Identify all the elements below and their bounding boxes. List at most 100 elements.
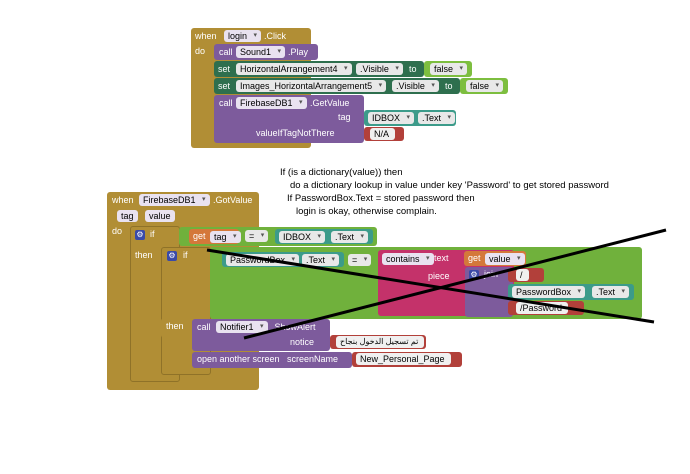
idbox-component-dropdown[interactable]: IDBOX▾ bbox=[279, 231, 326, 243]
tag-parameter[interactable]: tag bbox=[117, 210, 138, 222]
na-string-block[interactable]: N/A bbox=[364, 127, 404, 141]
tag-param-label: tag bbox=[338, 112, 351, 122]
call-firebase-getvalue-block[interactable]: call FirebaseDB1▾ .GetValue tag valueIfT… bbox=[214, 95, 364, 143]
contains-operation-dropdown[interactable]: contains▾ bbox=[382, 253, 434, 265]
equals-operator-dropdown[interactable]: =▾ bbox=[245, 230, 269, 242]
to-keyword: to bbox=[445, 81, 453, 91]
chevron-down-icon: ▾ bbox=[395, 65, 399, 72]
notifier1-component-dropdown[interactable]: Notifier1▾ bbox=[216, 321, 268, 333]
false-value-block-2[interactable]: false▾ bbox=[460, 78, 508, 94]
get-keyword: get bbox=[468, 253, 481, 263]
password-string-value[interactable]: /Password bbox=[516, 302, 569, 314]
chevron-down-icon: ▾ bbox=[202, 196, 206, 203]
join-keyword: join bbox=[484, 269, 499, 279]
sound1-component-dropdown[interactable]: Sound1▾ bbox=[236, 46, 286, 58]
note-line-2: do a dictionary lookup in value under ke… bbox=[290, 180, 609, 191]
when-keyword: when bbox=[112, 195, 134, 205]
if-keyword: if bbox=[183, 250, 188, 260]
gotvalue-event-label: .GotValue bbox=[213, 195, 253, 205]
passwordbox-component-dropdown[interactable]: PasswordBox▾ bbox=[226, 254, 300, 266]
text-property-dropdown[interactable]: .Text▾ bbox=[302, 254, 340, 266]
call-notifier-showalert-block[interactable]: call Notifier1▾ .ShowAlert notice bbox=[192, 319, 330, 351]
chevron-down-icon: ▾ bbox=[577, 288, 582, 295]
idbox-component-dropdown[interactable]: IDBOX▾ bbox=[368, 112, 415, 124]
screen-name-param-label: screenName bbox=[287, 354, 339, 364]
gear-icon[interactable]: ⚙ bbox=[167, 251, 177, 261]
get-value-block[interactable]: get value▾ bbox=[464, 251, 526, 266]
chevron-down-icon: ▾ bbox=[426, 255, 430, 262]
false-value-block-1[interactable]: false▾ bbox=[424, 61, 472, 77]
equals-operator-dropdown[interactable]: =▾ bbox=[348, 254, 372, 266]
chevron-down-icon: ▾ bbox=[277, 48, 282, 55]
chevron-down-icon: ▾ bbox=[344, 65, 348, 72]
notice-string-block[interactable]: تم تسجيل الدخول بنجاح bbox=[330, 335, 426, 349]
get-tag-block[interactable]: get tag▾ bbox=[189, 229, 241, 244]
na-string-value[interactable]: N/A bbox=[370, 128, 396, 140]
text-property-dropdown[interactable]: .Text▾ bbox=[592, 286, 630, 298]
open-another-screen-block[interactable]: open another screen screenName bbox=[192, 352, 352, 368]
text-property-dropdown[interactable]: .Text▾ bbox=[418, 112, 456, 124]
chevron-down-icon: ▾ bbox=[233, 233, 237, 240]
passwordbox2-text-getter-block[interactable]: PasswordBox▾ .Text▾ bbox=[508, 284, 634, 300]
false-dropdown-2[interactable]: false▾ bbox=[466, 80, 504, 92]
images-arrangement5-dropdown[interactable]: Images_HorizontalArrangement5▾ bbox=[236, 80, 387, 92]
call-sound-play-block[interactable]: call Sound1▾ .Play bbox=[214, 44, 318, 60]
chevron-down-icon: ▾ bbox=[495, 82, 500, 89]
gear-icon[interactable]: ⚙ bbox=[135, 230, 145, 240]
note-line-1: If (is a dictionary(value)) then bbox=[280, 167, 403, 178]
play-method-label: .Play bbox=[288, 47, 309, 57]
value-variable-dropdown[interactable]: value▾ bbox=[485, 253, 525, 265]
chevron-down-icon: ▾ bbox=[299, 99, 303, 106]
call-keyword: call bbox=[197, 322, 211, 332]
passwordbox-text-getter-block[interactable]: PasswordBox▾ .Text▾ bbox=[222, 252, 344, 267]
chevron-down-icon: ▾ bbox=[331, 256, 336, 263]
set-images-arrangement5-visible-block[interactable]: set Images_HorizontalArrangement5▾ .Visi… bbox=[214, 78, 460, 94]
visible-property-dropdown[interactable]: .Visible▾ bbox=[356, 63, 403, 75]
tag-variable-dropdown[interactable]: tag▾ bbox=[210, 231, 241, 243]
chevron-down-icon: ▾ bbox=[517, 255, 521, 262]
firebase-component-dropdown[interactable]: FirebaseDB1▾ bbox=[139, 194, 210, 206]
chevron-down-icon: ▾ bbox=[291, 256, 296, 263]
chevron-down-icon: ▾ bbox=[447, 114, 452, 121]
value-parameter[interactable]: value bbox=[145, 210, 175, 222]
text-property-dropdown[interactable]: .Text▾ bbox=[331, 231, 369, 243]
screen-name-value[interactable]: New_Personal_Page bbox=[356, 353, 451, 365]
chevron-down-icon: ▾ bbox=[459, 65, 464, 72]
note-line-3: If PasswordBox.Text = stored password th… bbox=[287, 193, 475, 204]
visible-property-dropdown[interactable]: .Visible▾ bbox=[392, 80, 439, 92]
password-string-block[interactable]: /Password bbox=[508, 301, 584, 315]
idbox-text-getter-block[interactable]: IDBOX▾ .Text▾ bbox=[275, 229, 373, 244]
chevron-down-icon: ▾ bbox=[317, 233, 322, 240]
chevron-down-icon: ▾ bbox=[260, 323, 264, 330]
chevron-down-icon: ▾ bbox=[363, 256, 368, 263]
firebase-component-dropdown[interactable]: FirebaseDB1▾ bbox=[236, 97, 307, 109]
if-keyword: if bbox=[150, 229, 155, 239]
note-line-4: login is okay, otherwise complain. bbox=[296, 206, 437, 217]
horizontal-arrangement4-dropdown[interactable]: HorizontalArrangement4▾ bbox=[236, 63, 352, 75]
chevron-down-icon: ▾ bbox=[378, 82, 383, 89]
false-dropdown-1[interactable]: false▾ bbox=[430, 63, 468, 75]
set-horizontal-arrangement4-visible-block[interactable]: set HorizontalArrangement4▾ .Visible▾ to bbox=[214, 61, 424, 77]
open-another-screen-label: open another screen bbox=[197, 354, 280, 364]
chevron-down-icon: ▾ bbox=[431, 82, 435, 89]
passwordbox-component-dropdown[interactable]: PasswordBox▾ bbox=[512, 286, 586, 298]
text-param-label: text bbox=[434, 253, 449, 263]
join-text-block[interactable]: ⚙ join bbox=[465, 267, 513, 317]
chevron-down-icon: ▾ bbox=[360, 233, 365, 240]
piece-param-label: piece bbox=[428, 271, 450, 281]
then-keyword: then bbox=[166, 321, 184, 331]
screen-name-string-block[interactable]: New_Personal_Page bbox=[352, 352, 462, 367]
do-keyword: do bbox=[195, 46, 206, 56]
click-event-label: .Click bbox=[264, 31, 286, 41]
slash-string-value[interactable]: / bbox=[516, 269, 529, 281]
compare-tag-equals-idbox-block[interactable]: get tag▾ =▾ IDBOX▾ .Text▾ bbox=[179, 227, 377, 246]
notice-string-value[interactable]: تم تسجيل الدخول بنجاح bbox=[336, 336, 425, 348]
set-keyword: set bbox=[218, 81, 231, 91]
idbox-text-getter-block[interactable]: IDBOX▾ .Text▾ bbox=[364, 110, 456, 126]
login-component-dropdown[interactable]: login▾ bbox=[224, 30, 262, 42]
set-keyword: set bbox=[218, 64, 231, 74]
gear-icon[interactable]: ⚙ bbox=[469, 270, 479, 280]
chevron-down-icon: ▾ bbox=[621, 288, 626, 295]
slash-string-block[interactable]: / bbox=[508, 268, 544, 282]
to-keyword: to bbox=[409, 64, 417, 74]
